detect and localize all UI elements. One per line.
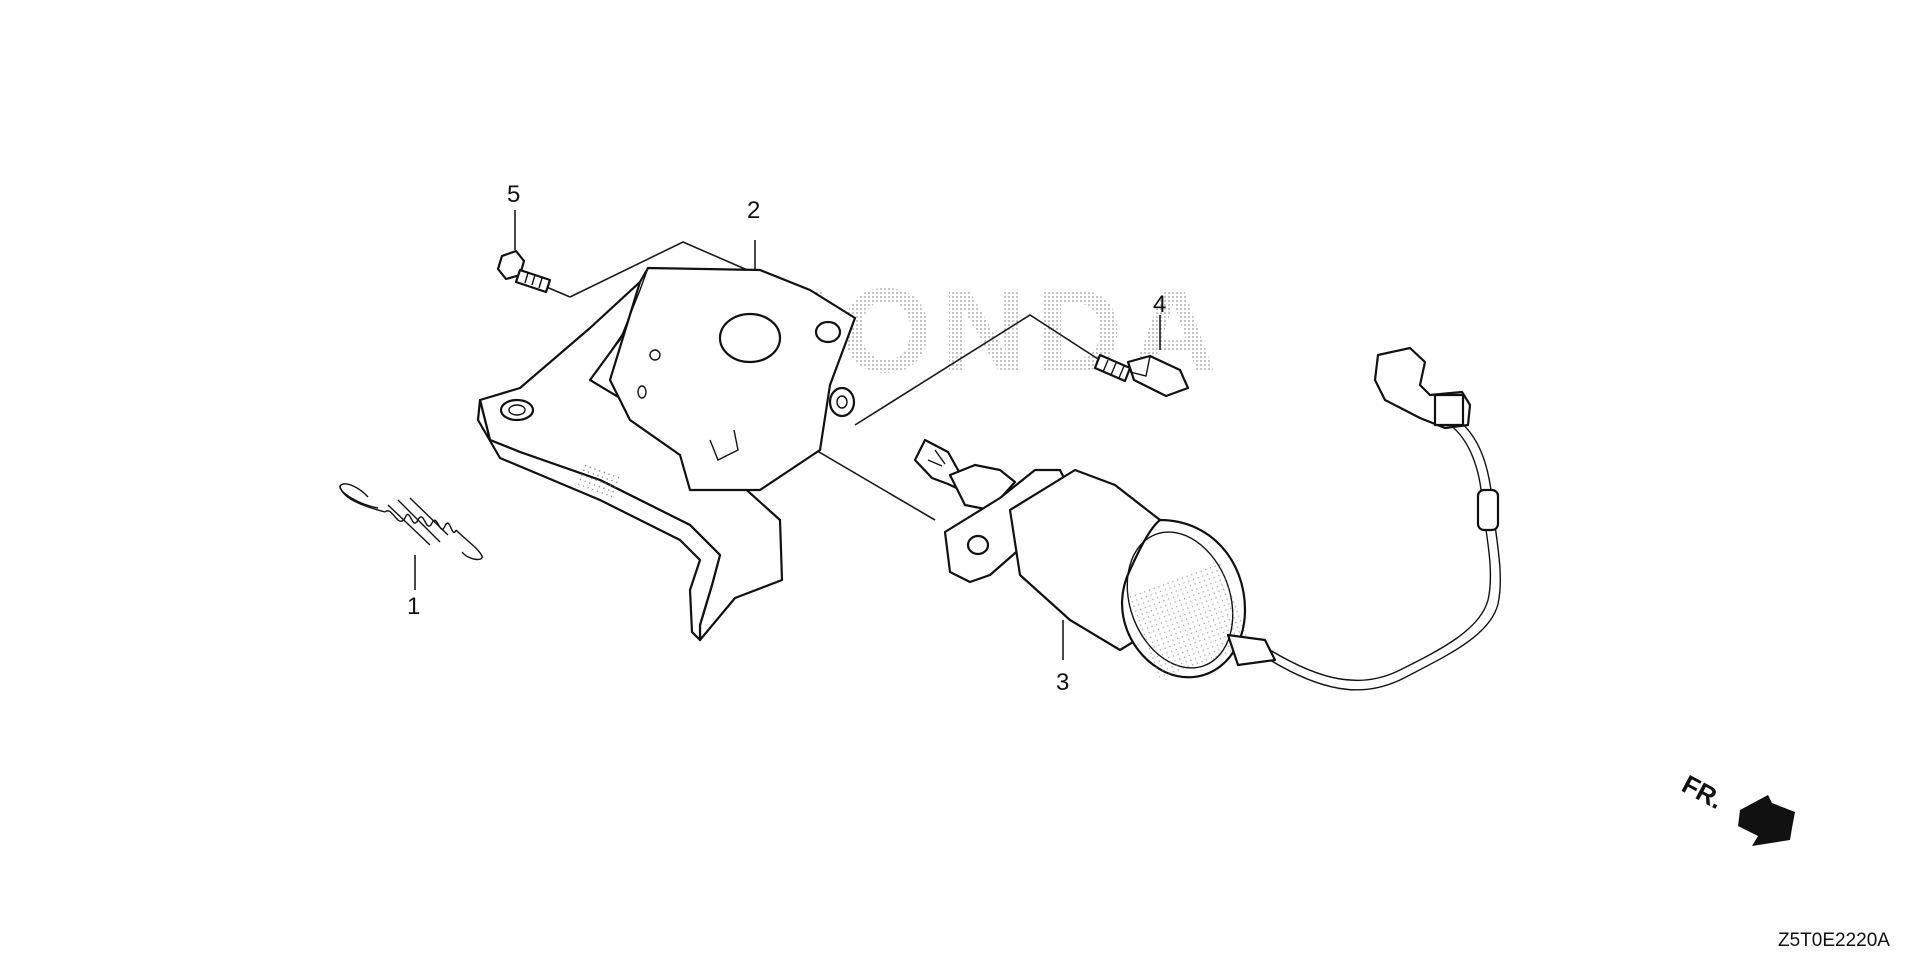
spring xyxy=(339,483,483,561)
figure-code: Z5T0E2220A xyxy=(1778,930,1890,951)
front-arrow-icon xyxy=(1738,795,1795,846)
bolt-4 xyxy=(1093,353,1190,398)
bolt-5 xyxy=(496,249,552,294)
callout-2: 2 xyxy=(747,197,760,224)
fuel-cut-solenoid xyxy=(913,346,1501,691)
callout-3: 3 xyxy=(1056,669,1069,696)
callouts: 1 2 3 4 5 xyxy=(407,181,1166,696)
front-direction-indicator: FR. xyxy=(1677,769,1795,846)
callout-1: 1 xyxy=(407,593,420,620)
fr-label: FR. xyxy=(1677,769,1728,815)
callout-5: 5 xyxy=(507,181,520,208)
solenoid-bracket xyxy=(476,266,857,642)
callout-4: 4 xyxy=(1153,291,1166,318)
